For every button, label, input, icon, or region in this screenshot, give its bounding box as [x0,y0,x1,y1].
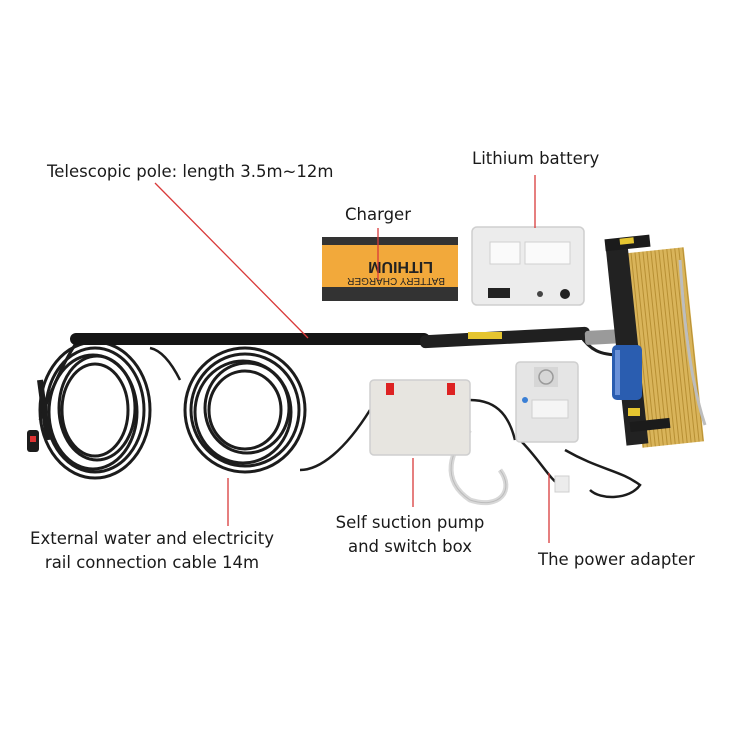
power-switch-icon [386,383,394,395]
pump-label-line2: and switch box [347,537,473,556]
lithium-battery [471,226,585,306]
charger-brand-text: LITHIUM [368,258,433,275]
pump-switch-icon [447,383,455,395]
pump-label: Self suction pump and switch box [320,511,500,559]
power-adapter [515,361,579,493]
telescopic-pole [27,326,626,452]
cable-label-line1: External water and electricity [30,529,274,548]
charger: LITHIUM BATTERY CHARGER [322,237,458,301]
adapter-label: The power adapter [538,550,695,569]
leader-lines [154,175,550,543]
battery-label: Lithium battery [472,149,600,168]
pole-leader-line [154,182,309,339]
coiled-cable-right [183,346,307,474]
cable-label-line2: rail connection cable 14m [44,553,260,572]
pole-label: Telescopic pole: length 3.5m~12m [47,162,334,181]
cable-label: External water and electricity rail conn… [20,527,284,575]
coiled-cable-left [38,337,152,480]
pump-switch-box [369,379,471,456]
charger-label: Charger [345,205,411,224]
pump-label-line1: Self suction pump [335,513,485,532]
brush-head [604,234,707,448]
charger-subtitle-text: BATTERY CHARGER [347,275,445,286]
